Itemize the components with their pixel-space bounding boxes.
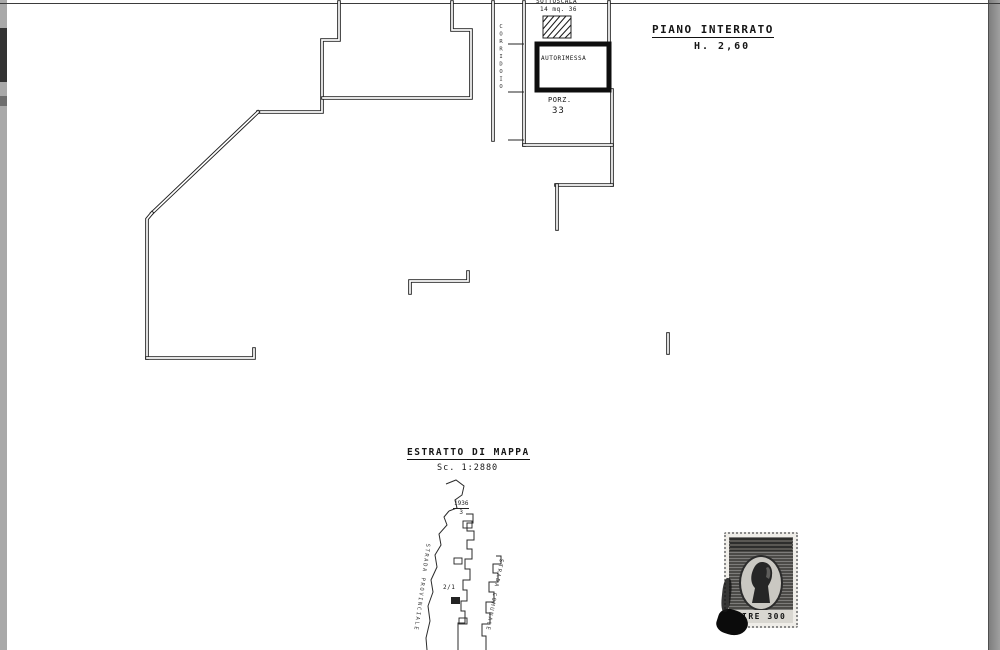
map-scale-label: Sc. 1:2880 <box>437 463 499 473</box>
garage-thick-walls <box>534 41 612 93</box>
page-top-border <box>0 3 1000 4</box>
room-area-sottoscala: 14 mq. 36 <box>540 6 578 13</box>
plan-title: PIANO INTERRATO <box>652 23 774 38</box>
stairs-hatch-symbol <box>542 15 572 39</box>
room-label-corridoio: CORRIDOIO <box>498 24 504 92</box>
plan-height-label: H. 2,60 <box>694 41 751 52</box>
room-label-porzione: PORZ. <box>548 96 572 104</box>
stamp-portrait-oval <box>739 555 783 611</box>
plan-walls <box>145 0 670 360</box>
door-jamb-ticks <box>508 43 524 141</box>
parcel-numerator: 1936 <box>453 500 470 509</box>
parcel-denominator: 3 <box>459 509 464 516</box>
revenue-stamp: LIRE 300 <box>713 532 798 640</box>
stamp-engraving: LIRE 300 <box>729 537 793 623</box>
parcel-label-2-1: 2/1 <box>443 584 456 591</box>
room-number-porzione: 33 <box>552 106 565 116</box>
parcel-label-1936-3: 1936 3 <box>453 500 470 516</box>
scan-artifact-mark-2 <box>0 96 7 106</box>
woman-profile-silhouette <box>751 562 773 603</box>
scan-edge-left <box>0 0 7 650</box>
scan-artifact-mark <box>0 28 7 82</box>
room-label-sottoscala: SOTTOSCALA <box>536 0 578 5</box>
room-label-autorimessa: AUTORIMESSA <box>541 55 587 62</box>
scan-edge-right <box>988 0 1000 650</box>
stamp-top-ornament <box>730 538 792 551</box>
map-title: ESTRATTO DI MAPPA <box>407 447 530 460</box>
